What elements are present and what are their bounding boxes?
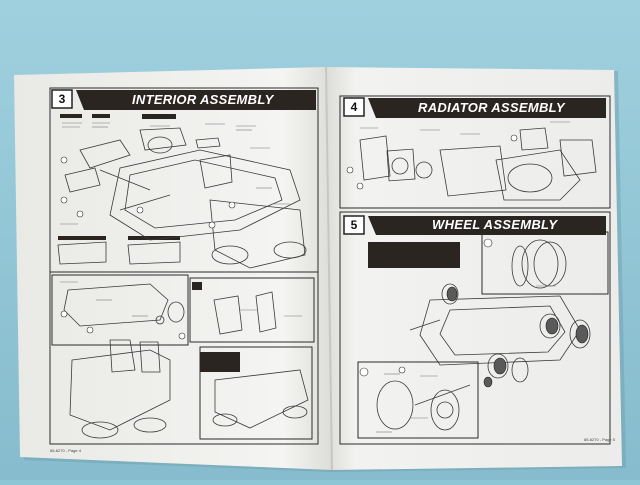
left-page <box>14 67 332 470</box>
step4-title: RADIATOR ASSEMBLY <box>418 100 565 115</box>
left-page-footer: 85-6270 - Page 4 <box>50 448 81 453</box>
radiator-art <box>359 127 597 201</box>
wheel-chassis-art <box>376 239 591 431</box>
interior-tub-art <box>57 127 307 269</box>
tread-note-box <box>368 242 460 268</box>
left-label-boxes <box>58 114 240 372</box>
step3-banner <box>76 90 316 110</box>
step4-number: 4 <box>350 100 358 114</box>
step5-banner <box>368 216 606 235</box>
right-panel-frame <box>339 95 611 445</box>
right-page-footer: 85-6270 - Page 5 <box>584 437 615 442</box>
step5-number: 5 <box>350 218 358 232</box>
dash-seat-chassis-art <box>63 283 309 439</box>
step5-number-box <box>343 215 365 235</box>
right-page <box>326 67 622 470</box>
left-panel-frame <box>49 87 319 445</box>
center-fold <box>325 66 333 471</box>
tire-parts <box>446 286 589 388</box>
step3-title: INTERIOR ASSEMBLY <box>132 92 274 107</box>
step4-number-box <box>343 97 365 117</box>
step3-number-box <box>51 89 73 109</box>
callout-markers <box>60 134 518 377</box>
fine-print <box>60 121 570 433</box>
step5-title: WHEEL ASSEMBLY <box>432 217 558 232</box>
step3-number: 3 <box>58 92 66 106</box>
step4-banner <box>368 98 606 118</box>
